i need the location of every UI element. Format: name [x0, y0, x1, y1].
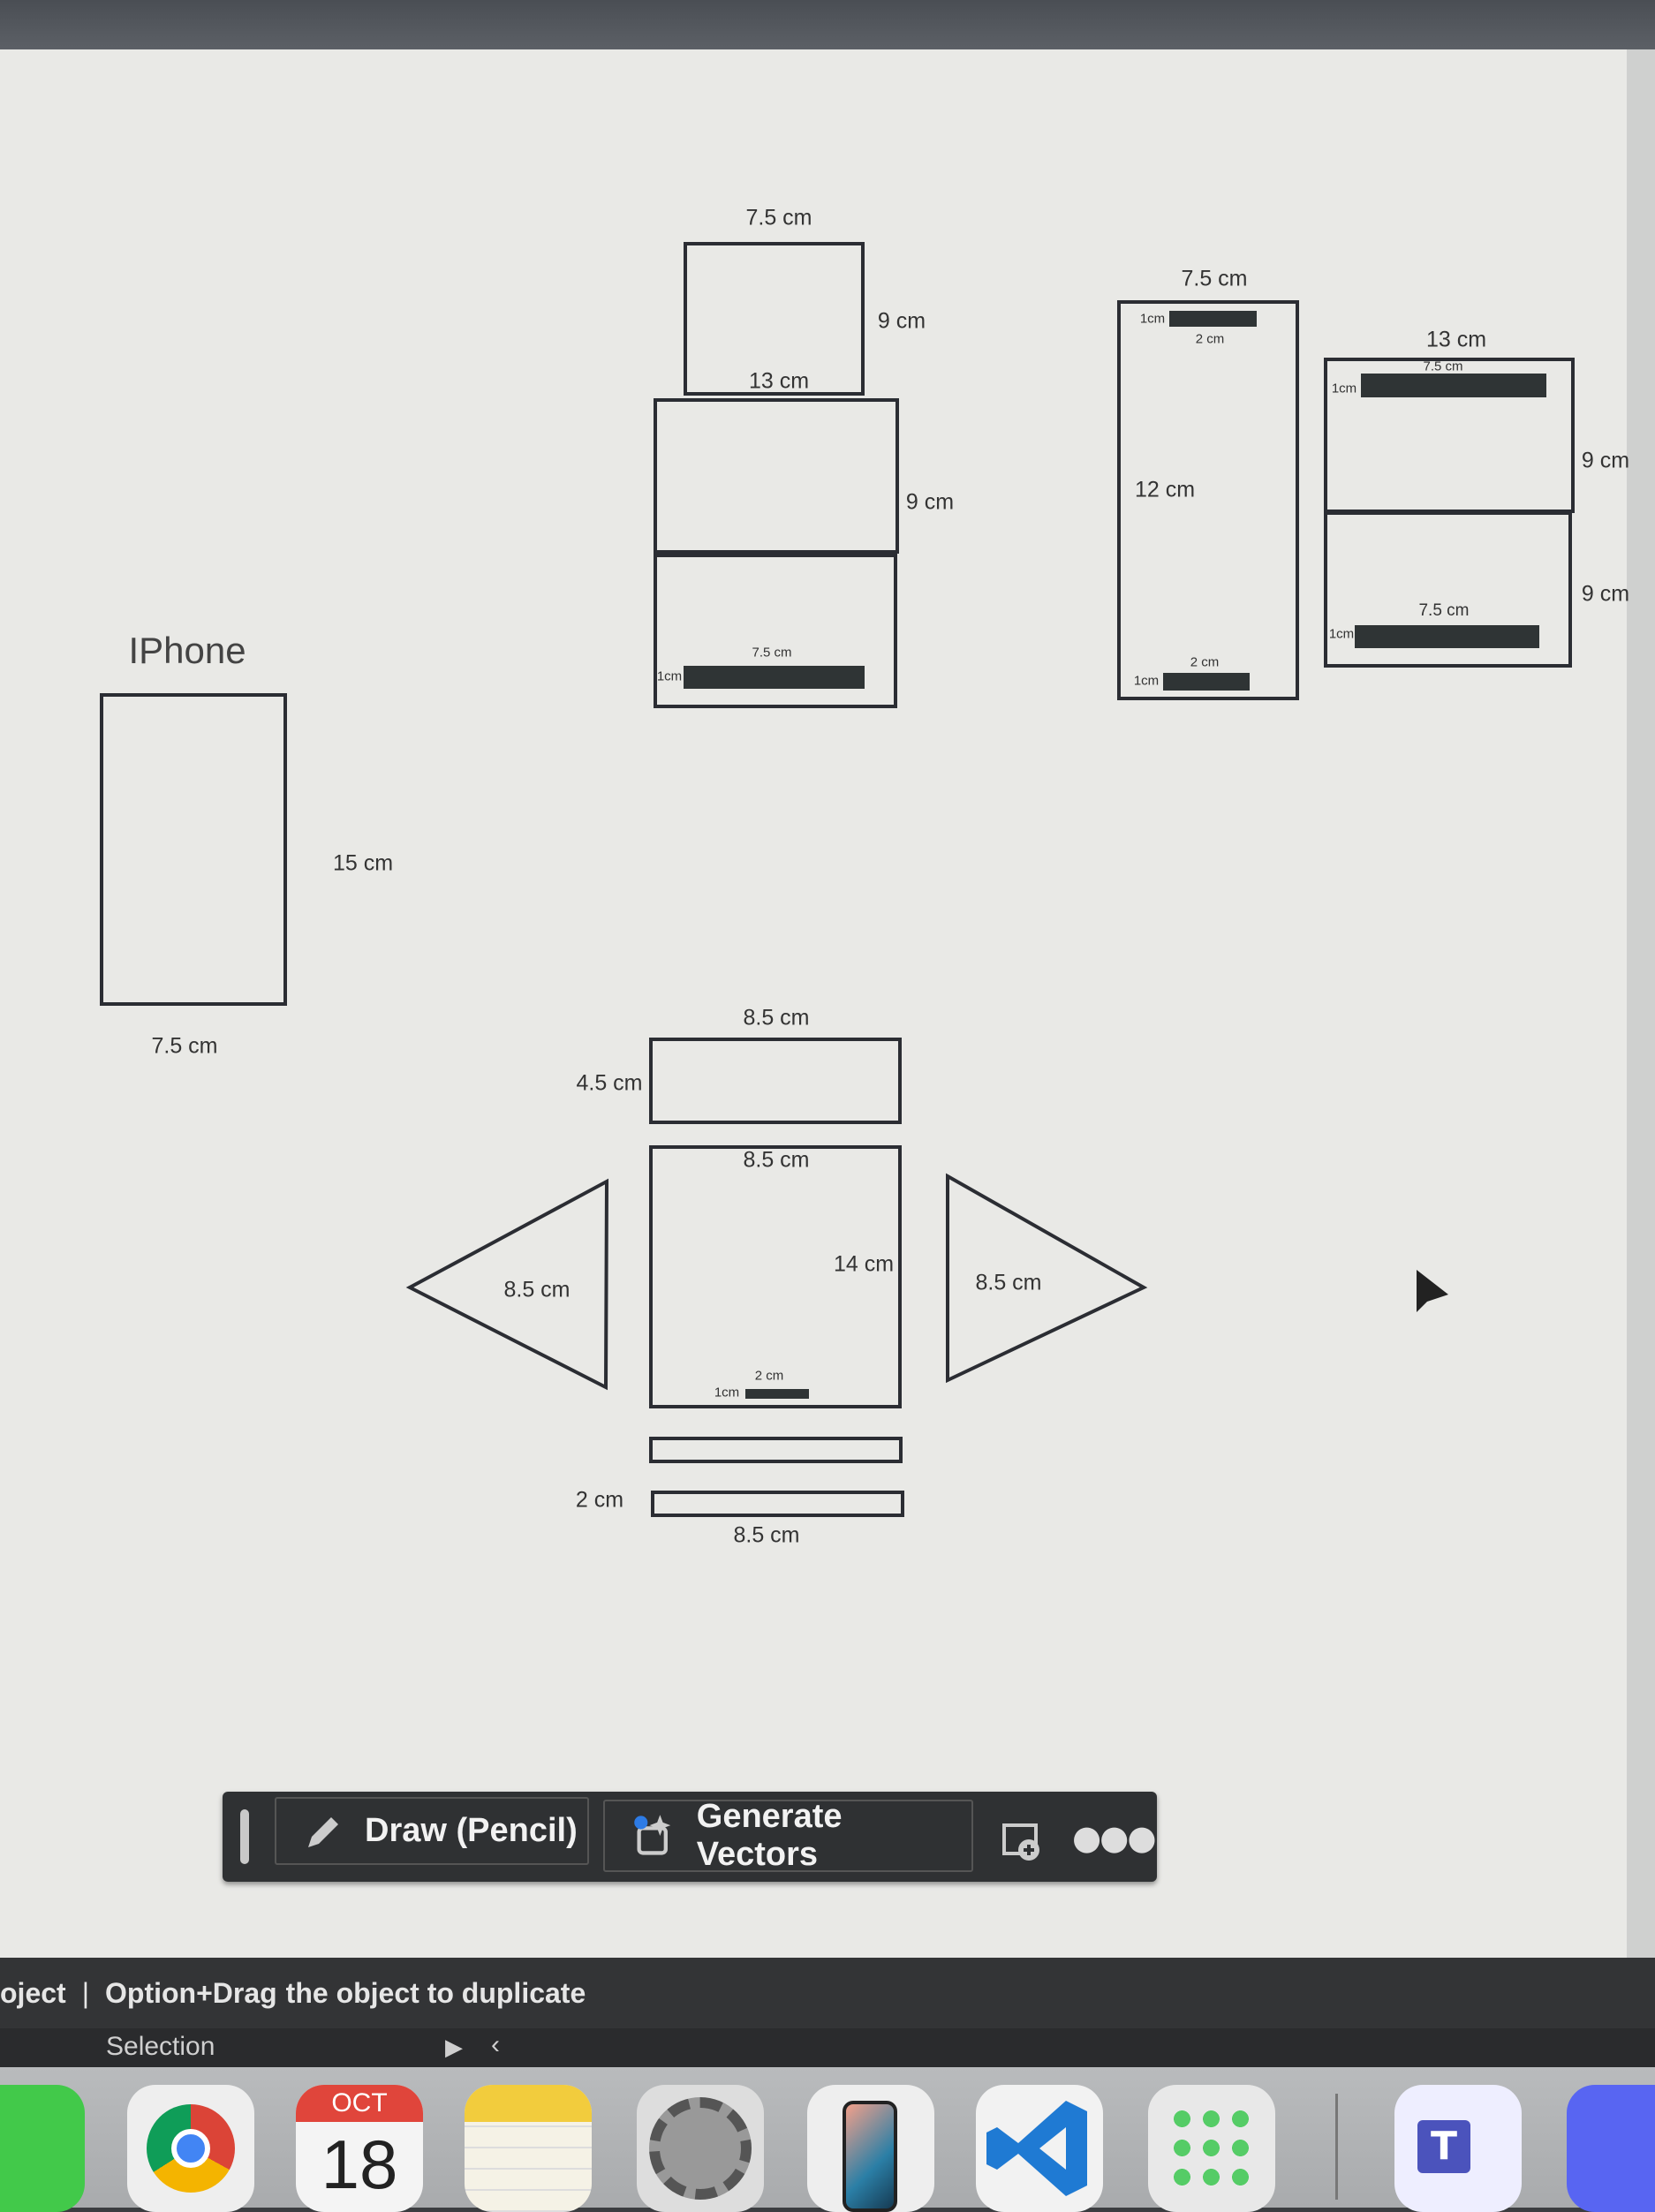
tall-top-bar-length: 2 cm: [1195, 331, 1225, 347]
macos-dock: OCT 18 T: [0, 2067, 1655, 2212]
net-strip-width: 8.5 cm: [733, 1522, 800, 1548]
dock-app-system-settings[interactable]: [637, 2085, 764, 2212]
status-bar: oject | Option+Drag the object to duplic…: [0, 1958, 1655, 2028]
double-bot-bar-length: 7.5 cm: [1418, 601, 1470, 620]
net-strip-1[interactable]: [649, 1437, 903, 1463]
tall-rect[interactable]: [1117, 300, 1299, 700]
dock-app-launchpad[interactable]: [1148, 2085, 1275, 2212]
net-strip-2[interactable]: [651, 1491, 904, 1517]
chevron-left-icon[interactable]: ‹: [491, 2030, 500, 2059]
contextual-task-bar: Draw (Pencil) Generate Vectors ●●●: [223, 1792, 1157, 1882]
net-face-bar-height: 1cm: [714, 1385, 740, 1400]
double-bottom-height: 9 cm: [1581, 581, 1630, 607]
status-hint-key: Option+Drag: [105, 1976, 277, 2009]
stack-bar-length: 7.5 cm: [752, 645, 792, 661]
gear-icon: [649, 2097, 752, 2200]
pencil-icon: [308, 1816, 338, 1847]
draw-pencil-label: Draw (Pencil): [365, 1812, 578, 1849]
arrow-cursor-icon: [1417, 1270, 1448, 1312]
vscode-icon: [986, 2101, 1087, 2196]
tall-height: 12 cm: [1134, 477, 1196, 502]
iphone-rect[interactable]: [100, 693, 287, 1006]
net-face-width: 8.5 cm: [743, 1147, 810, 1173]
more-icon[interactable]: ●●●: [1072, 1818, 1156, 1857]
double-bot-bar-height: 1cm: [1328, 626, 1355, 642]
net-lid-rect[interactable]: [649, 1038, 902, 1124]
play-icon[interactable]: ▶: [445, 2034, 463, 2060]
double-top-bar-length: 7.5 cm: [1423, 359, 1463, 374]
tall-top-bar-height: 1cm: [1139, 311, 1166, 327]
tall-bot-bar-length: 2 cm: [1190, 654, 1220, 670]
drag-handle[interactable]: [240, 1809, 249, 1864]
stack-top-height: 9 cm: [877, 308, 926, 334]
status-hint-text: the object to duplicate: [285, 1976, 586, 2009]
net-face-bar-length: 2 cm: [754, 1368, 784, 1384]
launchpad-icon: [1168, 2104, 1256, 2193]
sparkle-icon: [634, 1815, 671, 1855]
iphone-height-label: 15 cm: [332, 850, 394, 876]
dock-app-teams[interactable]: T: [1394, 2085, 1522, 2212]
tall-bot-bar-height: 1cm: [1133, 673, 1160, 689]
generate-vectors-button[interactable]: Generate Vectors: [603, 1798, 973, 1873]
calendar-day: 18: [321, 2125, 398, 2203]
stack-bar-height: 1cm: [656, 668, 683, 684]
tall-top-bar[interactable]: [1169, 311, 1257, 327]
dock-app-vscode[interactable]: [976, 2085, 1103, 2212]
tall-width: 7.5 cm: [1181, 266, 1248, 291]
right-triangle-label: 8.5 cm: [975, 1270, 1042, 1295]
tall-bottom-bar[interactable]: [1163, 673, 1250, 691]
dock-app-calendar[interactable]: OCT 18: [296, 2085, 423, 2212]
double-bottom-bar[interactable]: [1355, 625, 1539, 648]
stack-top-rect[interactable]: [684, 242, 865, 396]
generate-vectors-label: Generate Vectors: [696, 1798, 843, 1873]
stack-mid-width: 13 cm: [748, 368, 810, 394]
dock-app-messages[interactable]: [0, 2085, 85, 2212]
status-separator: |: [81, 1976, 89, 2009]
notes-icon: [465, 2085, 592, 2122]
double-top-bar-height: 1cm: [1331, 381, 1357, 396]
canvas-edge: [1627, 49, 1655, 1958]
net-face-rect[interactable]: [649, 1145, 902, 1408]
dock-divider: [1335, 2094, 1338, 2200]
stack-bar[interactable]: [684, 666, 865, 689]
double-bottom-rect[interactable]: [1324, 511, 1572, 668]
stack-top-width: 7.5 cm: [745, 205, 812, 230]
draw-pencil-button[interactable]: Draw (Pencil): [275, 1797, 589, 1865]
stack-mid-rect[interactable]: [654, 398, 899, 554]
iphone-icon: [843, 2101, 897, 2212]
window-top-bar: [0, 0, 1655, 49]
tool-status-row: Selection ▶ ‹: [0, 2028, 1655, 2067]
add-image-icon[interactable]: [1001, 1820, 1043, 1862]
stack-bottom-rect[interactable]: [654, 554, 897, 708]
net-face-height: 14 cm: [833, 1251, 895, 1277]
iphone-width-label: 7.5 cm: [151, 1033, 218, 1059]
calendar-month: OCT: [296, 2085, 423, 2122]
net-lid-height: 4.5 cm: [576, 1070, 643, 1096]
net-lid-width: 8.5 cm: [743, 1005, 810, 1031]
double-top-height: 9 cm: [1581, 448, 1630, 473]
dock-app-chrome[interactable]: [127, 2085, 254, 2212]
dock-app-notes[interactable]: [465, 2085, 592, 2212]
stack-mid-height: 9 cm: [905, 489, 955, 515]
dock-app-iphone-mirroring[interactable]: [807, 2085, 934, 2212]
left-triangle-label: 8.5 cm: [503, 1277, 571, 1302]
net-face-bar[interactable]: [745, 1389, 809, 1399]
iphone-title: IPhone: [128, 630, 246, 671]
net-strip-height: 2 cm: [575, 1487, 624, 1513]
double-top-bar[interactable]: [1361, 374, 1546, 397]
double-width: 13 cm: [1425, 327, 1487, 352]
dock-app-discord[interactable]: [1567, 2085, 1655, 2212]
current-tool-label[interactable]: Selection: [106, 2032, 215, 2061]
status-prefix: oject: [0, 1976, 66, 2009]
teams-icon: T: [1417, 2120, 1470, 2173]
